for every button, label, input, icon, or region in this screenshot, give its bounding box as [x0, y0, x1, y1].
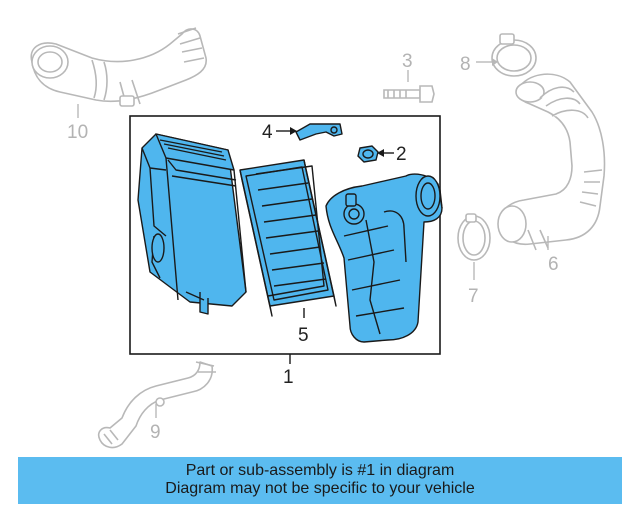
arrow-2 [377, 149, 384, 157]
arrow-4 [290, 127, 297, 135]
assembly-frame [129, 115, 441, 355]
callout-8: 8 [460, 54, 471, 75]
part-6-outlet-duct[interactable] [497, 73, 606, 251]
callout-6: 6 [548, 254, 559, 275]
part-4-clip[interactable] [295, 123, 343, 141]
callout-4: 4 [262, 122, 273, 143]
callout-5: 5 [298, 325, 309, 346]
arrow-8 [492, 58, 498, 66]
part-8-clamp[interactable] [491, 33, 537, 77]
callout-1: 1 [283, 367, 294, 388]
part-3-bolt[interactable] [383, 85, 435, 103]
banner-line-1: Part or sub-assembly is #1 in diagram [185, 462, 455, 479]
info-banner: Part or sub-assembly is #1 in diagram Di… [18, 457, 622, 504]
air-cleaner-lower-housing[interactable] [137, 133, 247, 315]
callout-3: 3 [402, 51, 413, 72]
callout-10: 10 [67, 122, 88, 143]
part-7-clamp[interactable] [457, 213, 491, 261]
banner-line-2: Diagram may not be specific to your vehi… [165, 480, 475, 497]
part-10-intake-duct[interactable] [30, 27, 207, 107]
part-2-grommet[interactable] [357, 145, 379, 163]
callout-7: 7 [468, 286, 479, 307]
air-cleaner-upper-cover[interactable] [325, 173, 443, 343]
callout-9: 9 [150, 422, 161, 443]
part-9-hose[interactable] [97, 361, 216, 449]
callout-2: 2 [396, 144, 407, 165]
part-5-filter-element[interactable] [239, 159, 337, 317]
